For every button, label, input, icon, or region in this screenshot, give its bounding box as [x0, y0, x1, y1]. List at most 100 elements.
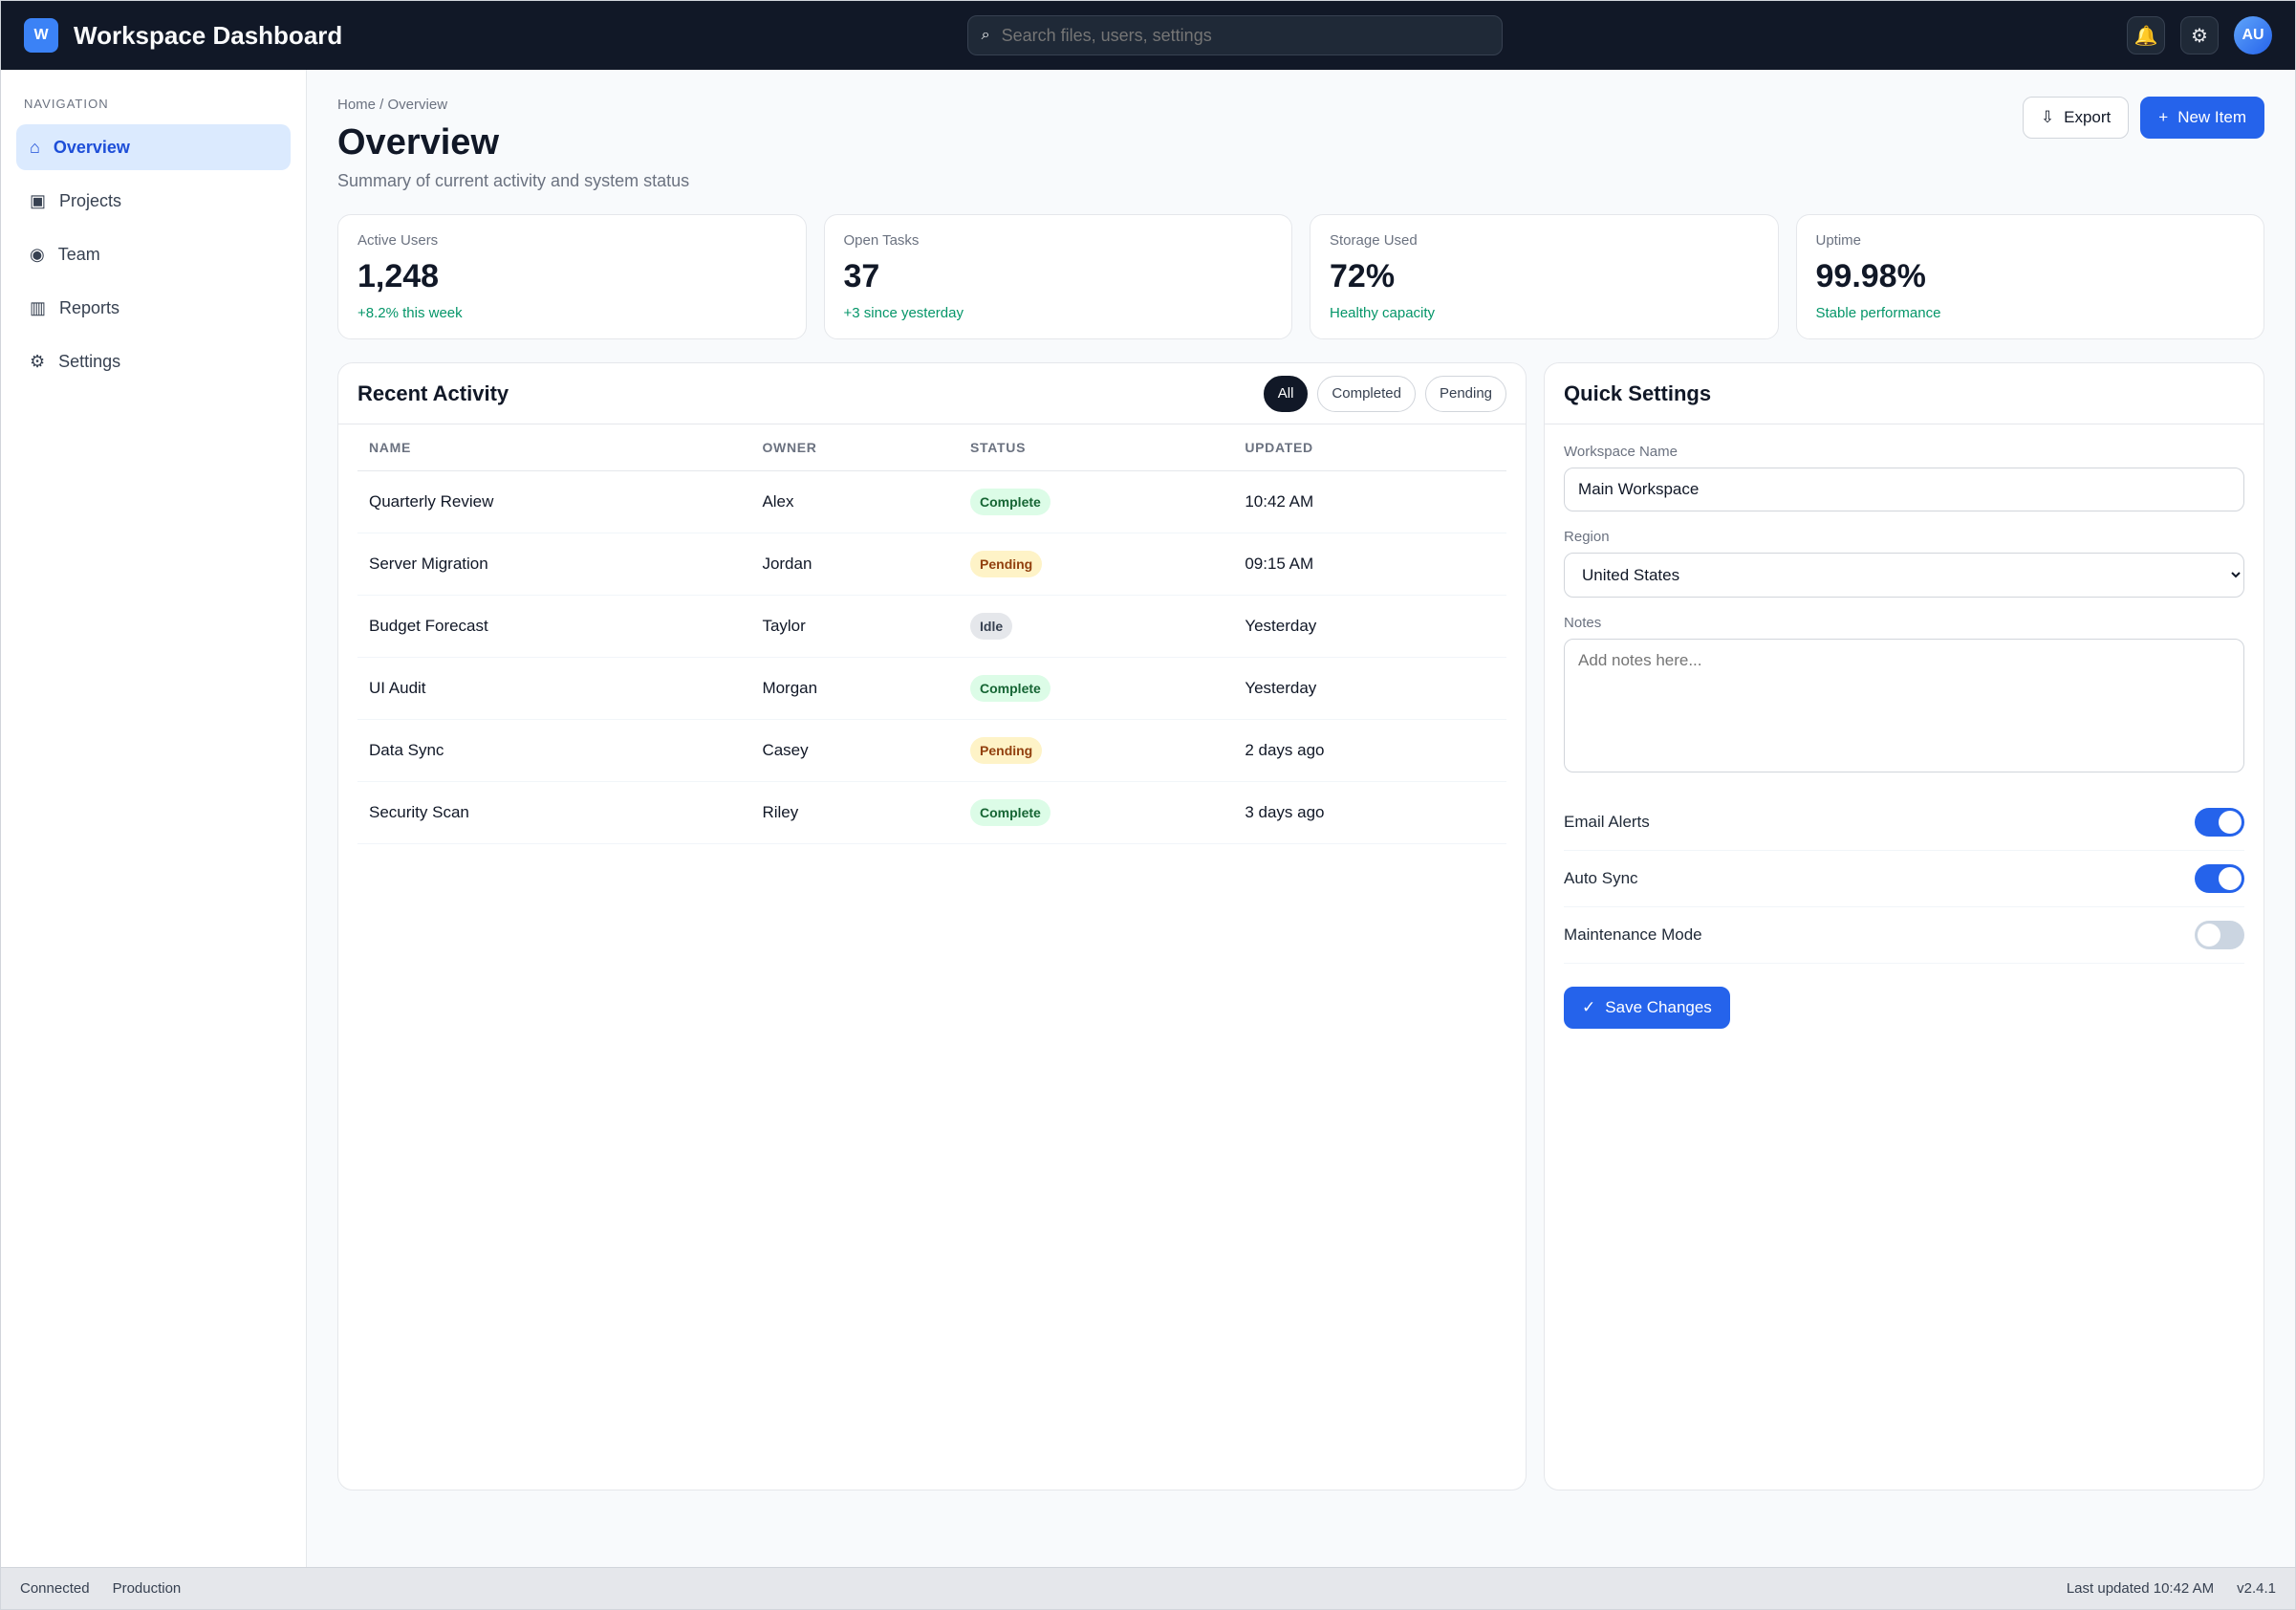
top-bar: W Workspace Dashboard ⌕ 🔔 ⚙ AU [1, 1, 2295, 70]
table-cell: Alex [750, 470, 960, 533]
status-cell: Pending [959, 533, 1234, 596]
table-row[interactable]: Budget Forecast Taylor Idle Yesterday [357, 595, 1507, 658]
save-changes-button[interactable]: ✓ Save Changes [1564, 987, 1730, 1029]
table-cell: Security Scan [357, 781, 751, 844]
status-cell: Pending [959, 719, 1234, 782]
export-button[interactable]: ⇩ Export [2022, 97, 2130, 139]
status-badge: Complete [970, 489, 1051, 515]
table-cell: Casey [750, 719, 960, 782]
column-updated-header: Updated [1233, 424, 1507, 471]
gear-icon: ⚙ [30, 351, 46, 371]
table-row[interactable]: Server Migration Jordan Pending 09:15 AM [357, 533, 1507, 596]
table-cell: Quarterly Review [357, 470, 751, 533]
notes-label: Notes [1564, 615, 1602, 631]
region-select[interactable]: United States [1564, 553, 2244, 598]
quick-settings-title: Quick Settings [1564, 381, 1712, 405]
activity-tabs: All Completed Pending [1263, 375, 1507, 412]
email-alerts-toggle-row[interactable]: Email Alerts [1564, 794, 2244, 851]
search-box[interactable]: ⌕ [966, 15, 1503, 55]
card-value: 72% [1330, 258, 1396, 294]
status-badge: Complete [970, 675, 1051, 702]
region-label: Region [1564, 529, 1610, 545]
table-cell: Budget Forecast [357, 595, 751, 658]
card-note: Healthy capacity [1330, 305, 1436, 321]
quick-settings-panel: Quick Settings Workspace Name Region Uni… [1544, 362, 2264, 1490]
export-button-label: Export [2064, 108, 2112, 126]
sidebar-item-label: Overview [53, 137, 130, 157]
table-cell: 2 days ago [1233, 719, 1507, 782]
auto-sync-label: Auto Sync [1564, 869, 1638, 887]
summary-card-active-users: Active Users 1,248 +8.2% this week [337, 214, 807, 339]
card-label: Active Users [357, 232, 439, 249]
auto-sync-toggle[interactable] [2194, 864, 2244, 893]
tab-completed[interactable]: Completed [1317, 375, 1416, 412]
sidebar: Navigation ⌂ Overview ▣ Projects ◉ Team … [1, 70, 307, 1567]
sidebar-item-reports[interactable]: ▥ Reports [16, 285, 291, 331]
table-row[interactable]: UI Audit Morgan Complete Yesterday [357, 657, 1507, 720]
notes-textarea[interactable] [1564, 639, 2244, 772]
status-left: Connected Production [20, 1580, 181, 1597]
sidebar-item-overview[interactable]: ⌂ Overview [16, 124, 291, 170]
sidebar-item-label: Reports [59, 297, 120, 317]
status-bar: Connected Production Last updated 10:42 … [1, 1567, 2295, 1609]
table-row[interactable]: Quarterly Review Alex Complete 10:42 AM [357, 470, 1507, 533]
users-icon: ◉ [30, 244, 45, 264]
tab-pending[interactable]: Pending [1424, 375, 1507, 412]
maintenance-mode-label: Maintenance Mode [1564, 925, 1702, 944]
table-cell: UI Audit [357, 657, 751, 720]
sidebar-item-label: Team [57, 244, 100, 264]
table-cell: Riley [750, 781, 960, 844]
quick-settings-actions: ✓ Save Changes [1564, 987, 2244, 1029]
card-note: +3 since yesterday [843, 305, 964, 321]
connection-status: Connected [20, 1580, 90, 1597]
search-icon: ⌕ [981, 27, 990, 43]
brand-logo: W [24, 18, 58, 53]
activity-table-body: Quarterly Review Alex Complete 10:42 AM … [357, 470, 1507, 844]
chart-icon: ▥ [30, 297, 47, 317]
new-item-button[interactable]: + New Item [2140, 97, 2264, 139]
main-content: Home / Overview Overview Summary of curr… [307, 70, 2295, 1567]
sidebar-item-settings[interactable]: ⚙ Settings [16, 338, 291, 384]
auto-sync-toggle-row[interactable]: Auto Sync [1564, 851, 2244, 907]
user-avatar[interactable]: AU [2234, 16, 2272, 54]
sidebar-item-team[interactable]: ◉ Team [16, 231, 291, 277]
status-cell: Complete [959, 657, 1234, 720]
save-changes-label: Save Changes [1605, 998, 1712, 1016]
table-cell: 10:42 AM [1233, 470, 1507, 533]
last-updated: Last updated 10:42 AM [2066, 1580, 2215, 1597]
email-alerts-toggle[interactable] [2194, 808, 2244, 837]
maintenance-mode-toggle-row[interactable]: Maintenance Mode [1564, 907, 2244, 964]
activity-table-wrap: Name Owner Status Updated Quarterly Revi… [338, 424, 1526, 863]
card-label: Storage Used [1330, 232, 1418, 249]
table-row[interactable]: Security Scan Riley Complete 3 days ago [357, 781, 1507, 844]
sidebar-item-projects[interactable]: ▣ Projects [16, 178, 291, 224]
sidebar-section-title: Navigation [24, 97, 109, 111]
activity-table-head: Name Owner Status Updated [357, 424, 1507, 471]
bell-icon[interactable]: 🔔 [2127, 16, 2165, 54]
breadcrumb: Home / Overview [337, 97, 448, 113]
gear-icon[interactable]: ⚙ [2180, 16, 2219, 54]
search-input[interactable] [999, 24, 1488, 47]
table-cell: Yesterday [1233, 657, 1507, 720]
workspace-name-input[interactable] [1564, 468, 2244, 511]
column-status-header: Status [959, 424, 1234, 471]
card-value: 1,248 [357, 258, 440, 294]
home-icon: ⌂ [30, 137, 40, 157]
status-badge: Pending [970, 551, 1043, 577]
card-value: 37 [843, 258, 880, 294]
status-cell: Complete [959, 781, 1234, 844]
tab-all[interactable]: All [1263, 375, 1309, 412]
card-label: Uptime [1815, 232, 1862, 249]
maintenance-mode-toggle[interactable] [2194, 921, 2244, 949]
activity-table: Name Owner Status Updated Quarterly Revi… [357, 424, 1507, 844]
table-row[interactable]: Data Sync Casey Pending 2 days ago [357, 719, 1507, 782]
table-cell: Morgan [750, 657, 960, 720]
card-label: Open Tasks [843, 232, 920, 249]
card-note: +8.2% this week [357, 305, 463, 321]
status-cell: Complete [959, 470, 1234, 533]
table-cell: Yesterday [1233, 595, 1507, 658]
summary-card-storage-used: Storage Used 72% Healthy capacity [1310, 214, 1779, 339]
page-actions: ⇩ Export + New Item [2022, 97, 2264, 139]
environment-status: Production [112, 1580, 182, 1597]
summary-cards: Active Users 1,248 +8.2% this week Open … [337, 214, 2264, 339]
